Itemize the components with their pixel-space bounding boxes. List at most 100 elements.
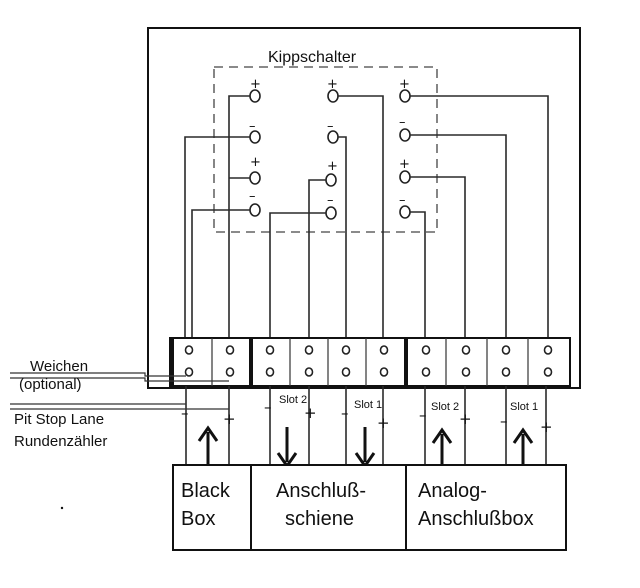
terminal-screw [265,345,275,355]
box-black-box: Black Box [172,464,252,551]
terminal-strip [169,337,571,387]
plus-sign: + [223,410,236,428]
enclosure-frame [147,27,581,389]
switch-sign: + [399,77,410,92]
terminal-divider [249,338,253,386]
switch-sign: – [327,119,334,134]
switch-sign: + [250,155,261,170]
label-slot2-anschluss: Slot 2 [279,394,307,406]
terminal-screw [379,345,389,355]
terminal-strip-body [169,337,571,387]
minus-sign: – [500,412,508,430]
terminal-screw [501,367,511,377]
arrows [197,425,534,469]
switch-sign: – [399,193,406,208]
wire [184,136,250,340]
minus-sign: – [181,404,189,422]
switch-contact [249,130,261,144]
wire [410,134,507,340]
plus-sign: + [540,418,553,436]
wire [10,377,229,382]
arrow-up-icon [431,427,453,464]
switch-sign: + [327,77,338,92]
terminal-screw [421,367,431,377]
terminal-divider [404,338,408,386]
box-anschluss-line2: schiene [285,508,354,530]
wire [191,209,250,340]
wire [10,372,186,377]
label-slot2-analog: Slot 2 [431,401,459,413]
switch-contact [249,203,261,217]
arrow-down-icon [354,427,376,469]
terminal-screw [461,367,471,377]
wire [308,179,326,340]
switch-contact [399,205,411,219]
minus-sign: – [341,404,349,422]
wire [410,176,466,340]
switch-title: Kippschalter [268,49,357,66]
terminal-screw [225,367,235,377]
switch-column-3: + – + – [399,77,411,219]
box-analog-line2: Anschlußbox [418,508,534,530]
wire [410,211,426,340]
label-optional: (optional) [19,376,82,393]
terminal-screw [461,345,471,355]
switch-sign: – [249,189,256,204]
switch-sign: – [327,193,334,208]
arrow-down-icon [276,427,298,469]
box-black-box-line2: Box [181,508,215,530]
terminal-screw [421,345,431,355]
switch-contact [325,206,337,220]
terminal-screw [265,367,275,377]
terminal-divider [170,338,174,386]
switch-contact [249,171,261,185]
label-pitstop: Pit Stop Lane [14,411,104,428]
plus-sign: + [304,404,317,422]
box-anschluss-frame [250,464,407,551]
terminal-screw [501,345,511,355]
box-anschluss-line1: Anschluß- [276,480,366,502]
left-wiring [10,372,229,410]
terminal-screw [184,367,194,377]
box-anschluss: Anschluß- schiene [250,464,407,551]
box-black-box-frame [172,464,252,551]
plus-sign: + [377,414,390,432]
terminal-screw [225,345,235,355]
label-weichen: Weichen [30,358,88,375]
wire [410,95,549,340]
box-black-box-line1: Black [181,480,231,502]
box-analog-line1: Analog- [418,480,487,502]
terminal-screw [304,345,314,355]
switch-contact [399,170,411,184]
switch-sign: – [249,119,256,134]
output-wiring [185,386,547,465]
switch-sign: + [327,159,338,174]
terminal-screw [184,345,194,355]
minus-sign: – [264,398,272,416]
switch-contact [325,173,337,187]
switch-sign: + [250,77,261,92]
wire [338,95,384,340]
wire [338,136,347,340]
wire [228,95,250,340]
switch-contact [327,130,339,144]
box-analog-frame [405,464,567,551]
wiring [184,95,549,340]
label-slot1-anschluss: Slot 1 [354,399,382,411]
switch-sign: – [399,115,406,130]
plus-sign: + [459,410,472,428]
terminal-screw [543,367,553,377]
arrow-up-icon [197,425,219,464]
minus-sign: – [419,406,427,424]
switch-column-1: + – + – [249,77,261,217]
box-analog: Analog- Anschlußbox [405,464,567,551]
switch-region-dashed [213,66,438,233]
label-rundenzaehler: Rundenzähler [14,433,107,450]
switch-sign: + [399,157,410,172]
terminal-screw [379,367,389,377]
switch-contact [399,128,411,142]
switch-contact [249,89,261,103]
label-slot1-analog: Slot 1 [510,401,538,413]
switch-contact [327,89,339,103]
